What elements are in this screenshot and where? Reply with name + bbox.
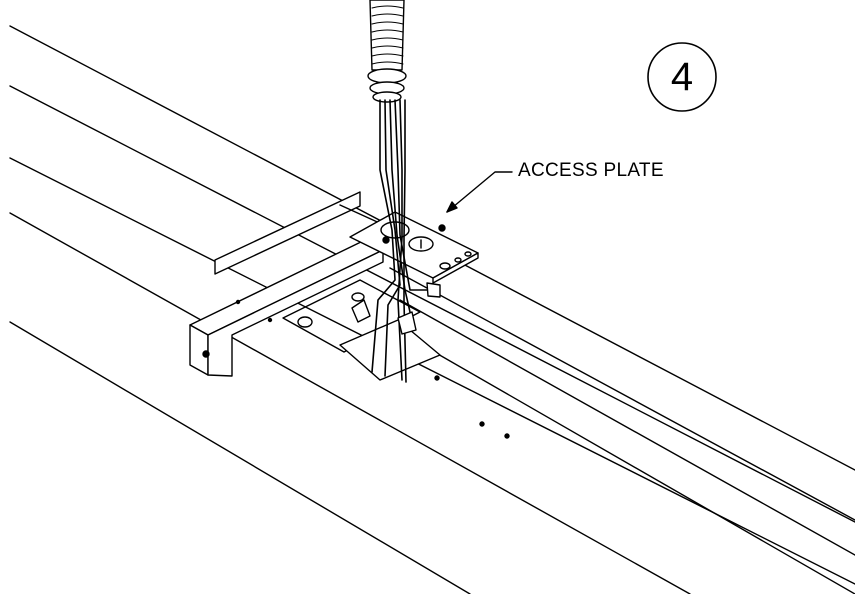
- access-plate: [349, 211, 479, 284]
- channel-holes: [434, 375, 510, 439]
- ceiling-panel-lines: [9, 25, 855, 595]
- flexible-conduit: [367, 0, 407, 103]
- access-plate-label: ACCESS PLATE: [518, 160, 664, 181]
- wires: [371, 99, 431, 383]
- arrow-leader-icon: [446, 171, 513, 213]
- mounting-bracket: [189, 191, 396, 377]
- step-number: 4: [670, 54, 694, 99]
- step-circle-icon: [647, 42, 717, 112]
- wire-nuts: [351, 282, 441, 335]
- fixture-opening: [282, 279, 441, 381]
